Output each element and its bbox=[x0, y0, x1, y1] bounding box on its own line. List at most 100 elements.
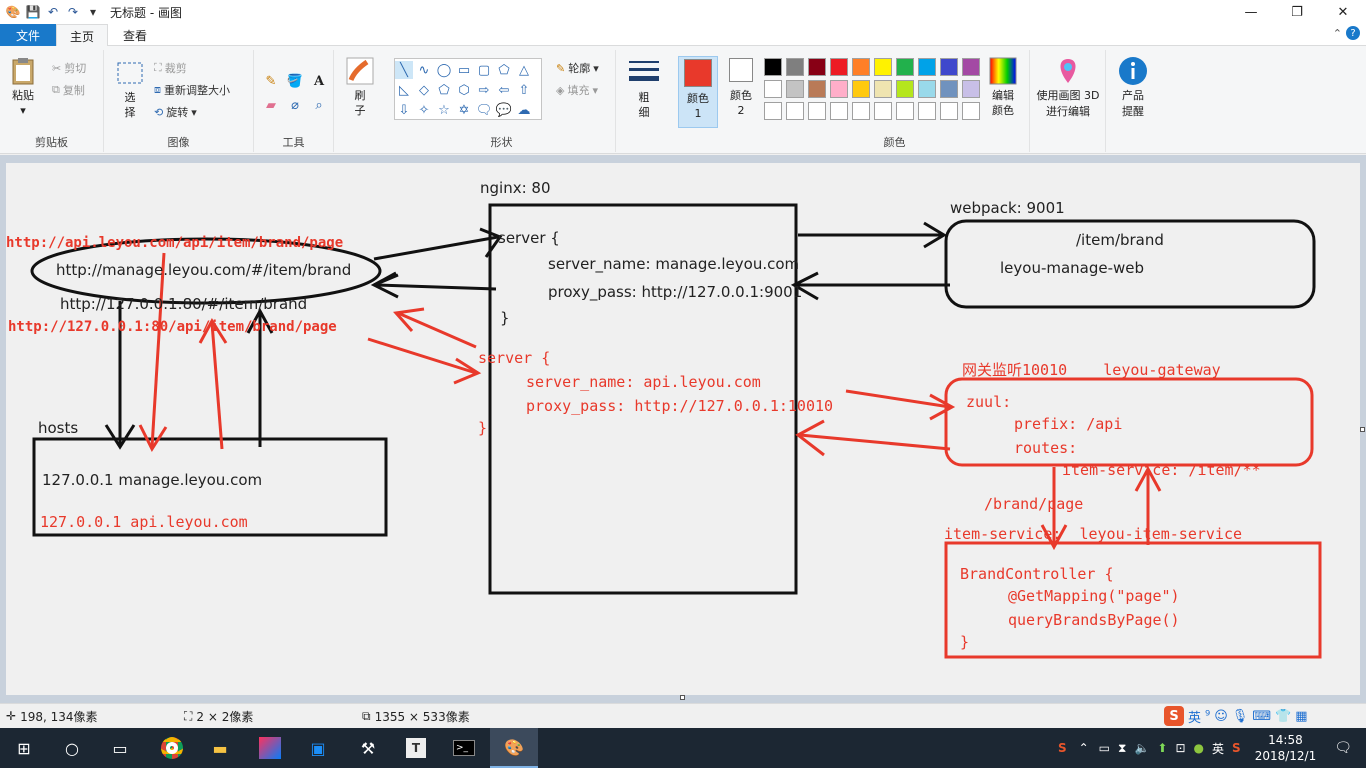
oval-shape-icon[interactable]: ◯ bbox=[436, 62, 452, 78]
typora-taskbar[interactable]: T bbox=[392, 728, 440, 768]
sogou-tray-icon[interactable]: S bbox=[1057, 741, 1067, 755]
palette-swatch[interactable] bbox=[852, 102, 870, 120]
mic-icon[interactable]: 🎙 bbox=[1231, 708, 1249, 724]
tray-lang[interactable]: 英 bbox=[1212, 741, 1225, 756]
paint-app-icon[interactable]: 🎨 bbox=[5, 5, 21, 19]
callout-rect-shape-icon[interactable]: 🗨 bbox=[475, 102, 493, 118]
drawing-canvas[interactable]: nginx: 80 webpack: 9001 server { server_… bbox=[6, 163, 1360, 695]
collapse-ribbon-icon[interactable]: ⌃ bbox=[1332, 27, 1342, 40]
palette-swatch[interactable] bbox=[786, 80, 804, 98]
up-arrow-shape-icon[interactable]: ⇧ bbox=[518, 82, 530, 98]
notifications-icon[interactable]: 🗨 bbox=[1334, 740, 1352, 756]
palette-swatch[interactable] bbox=[940, 102, 958, 120]
star6-shape-icon[interactable]: ✡ bbox=[458, 102, 470, 118]
intellij-taskbar[interactable] bbox=[246, 728, 294, 768]
eraser-icon[interactable]: ▰ bbox=[266, 97, 276, 113]
right-triangle-shape-icon[interactable]: ◺ bbox=[399, 82, 409, 98]
diamond-shape-icon[interactable]: ◇ bbox=[419, 82, 429, 98]
text-tool-icon[interactable]: A bbox=[313, 73, 325, 89]
tab-view[interactable]: 查看 bbox=[122, 28, 147, 43]
fill-button[interactable]: ◈填充▾ bbox=[556, 83, 598, 98]
clock[interactable]: 14:58 2018/12/1 bbox=[1255, 732, 1317, 764]
palette-swatch[interactable] bbox=[764, 102, 782, 120]
volume-icon[interactable]: 🔈 bbox=[1134, 741, 1150, 755]
toolbox-icon[interactable]: ▦ bbox=[1295, 708, 1308, 724]
minimize-button[interactable]: — bbox=[1244, 4, 1258, 20]
palette-swatch[interactable] bbox=[940, 58, 958, 76]
palette-swatch[interactable] bbox=[940, 80, 958, 98]
canvas-area[interactable]: nginx: 80 webpack: 9001 server { server_… bbox=[0, 155, 1366, 703]
color1-button[interactable]: 颜色 1 bbox=[678, 56, 718, 128]
close-button[interactable]: ✕ bbox=[1337, 4, 1349, 20]
terminal-taskbar[interactable]: >_ bbox=[440, 728, 488, 768]
palette-swatch[interactable] bbox=[808, 80, 826, 98]
pentagon-shape-icon[interactable]: ⬠ bbox=[438, 82, 450, 98]
maximize-button[interactable]: ❐ bbox=[1291, 4, 1303, 20]
display-icon[interactable]: ⊡ bbox=[1175, 741, 1186, 755]
battery-icon[interactable]: ▭ bbox=[1098, 741, 1111, 755]
palette-swatch[interactable] bbox=[962, 80, 980, 98]
callout-oval-shape-icon[interactable]: 💬 bbox=[495, 102, 513, 118]
select-button[interactable]: 选择 bbox=[112, 58, 148, 120]
palette-swatch[interactable] bbox=[874, 58, 892, 76]
tab-home[interactable]: 主页 bbox=[56, 24, 108, 47]
shapes-gallery[interactable]: ╲ ∿ ◯ ▭ ▢ ⬠ △ ◺ ◇ ⬠ ⬡ ⇨ ⇦ ⇧ ⇩ ✧ ☆ ✡ 🗨 💬 … bbox=[394, 58, 542, 120]
edit-colors-button[interactable]: 编辑颜色 bbox=[986, 56, 1020, 118]
palette-swatch[interactable] bbox=[962, 58, 980, 76]
customize-dropdown-icon[interactable]: ▾ bbox=[89, 5, 97, 19]
size-button[interactable]: 粗细 bbox=[628, 58, 660, 120]
punctuation-icon[interactable]: ⁹ bbox=[1205, 708, 1211, 724]
palette-swatch[interactable] bbox=[830, 58, 848, 76]
palette-swatch[interactable] bbox=[786, 58, 804, 76]
palette-swatch[interactable] bbox=[918, 102, 936, 120]
outline-button[interactable]: ✎轮廓▾ bbox=[556, 61, 599, 76]
update-icon[interactable]: ⬆ bbox=[1157, 741, 1168, 755]
save-icon[interactable]: 💾 bbox=[25, 5, 41, 19]
color-picker-icon[interactable]: ⌀ bbox=[291, 97, 299, 113]
palette-swatch[interactable] bbox=[918, 80, 936, 98]
palette-swatch[interactable] bbox=[874, 102, 892, 120]
search-button[interactable]: ○ bbox=[48, 728, 96, 768]
palette-swatch[interactable] bbox=[830, 102, 848, 120]
palette-swatch[interactable] bbox=[808, 58, 826, 76]
task-view-button[interactable]: ▭ bbox=[96, 728, 144, 768]
keyboard-icon[interactable]: ⌨ bbox=[1252, 708, 1272, 724]
palette-swatch[interactable] bbox=[852, 80, 870, 98]
paint-taskbar[interactable]: 🎨 bbox=[490, 728, 538, 768]
fill-bucket-icon[interactable]: 🪣 bbox=[286, 73, 304, 89]
rounded-rect-shape-icon[interactable]: ▢ bbox=[477, 62, 491, 78]
cut-button[interactable]: ✂剪切 bbox=[52, 61, 87, 76]
tool-taskbar[interactable]: ⚒ bbox=[344, 728, 392, 768]
app-tray-icon[interactable]: ● bbox=[1193, 741, 1205, 755]
sogou-icon[interactable]: S bbox=[1164, 706, 1184, 726]
triangle-shape-icon[interactable]: △ bbox=[519, 62, 529, 78]
curve-shape-icon[interactable]: ∿ bbox=[418, 62, 430, 78]
network-icon[interactable]: ⧗ bbox=[1118, 740, 1127, 755]
ime-toolbar[interactable]: S 英 ⁹ ☺ 🎙 ⌨ 👕 ▦ bbox=[1160, 705, 1312, 727]
help-icon[interactable]: ? bbox=[1346, 26, 1360, 40]
resize-handle-bottom[interactable] bbox=[680, 695, 685, 700]
palette-swatch[interactable] bbox=[896, 102, 914, 120]
right-arrow-shape-icon[interactable]: ⇨ bbox=[478, 82, 490, 98]
undo-icon[interactable]: ↶ bbox=[47, 5, 59, 19]
polygon-shape-icon[interactable]: ⬠ bbox=[498, 62, 510, 78]
color2-button[interactable]: 颜色 2 bbox=[722, 58, 760, 118]
app-taskbar[interactable]: ▣ bbox=[294, 728, 342, 768]
redo-icon[interactable]: ↷ bbox=[67, 5, 79, 19]
rotate-button[interactable]: ⟲旋转▾ bbox=[154, 105, 197, 120]
palette-swatch[interactable] bbox=[808, 102, 826, 120]
sogou-tray-icon-2[interactable]: S bbox=[1232, 741, 1241, 755]
ime-lang[interactable]: 英 bbox=[1188, 710, 1202, 726]
star4-shape-icon[interactable]: ✧ bbox=[418, 102, 430, 118]
chrome-taskbar[interactable] bbox=[148, 728, 196, 768]
pencil-icon[interactable]: ✎ bbox=[265, 73, 277, 89]
paste-button[interactable]: 粘贴▾ bbox=[8, 56, 38, 118]
down-arrow-shape-icon[interactable]: ⇩ bbox=[398, 102, 410, 118]
start-button[interactable]: ⊞ bbox=[0, 728, 48, 768]
palette-swatch[interactable] bbox=[786, 102, 804, 120]
magnifier-icon[interactable]: ⌕ bbox=[315, 97, 323, 113]
resize-button[interactable]: ⧈重新调整大小 bbox=[154, 83, 230, 97]
skin-icon[interactable]: 👕 bbox=[1275, 708, 1292, 724]
palette-swatch[interactable] bbox=[896, 58, 914, 76]
palette-swatch[interactable] bbox=[764, 80, 782, 98]
